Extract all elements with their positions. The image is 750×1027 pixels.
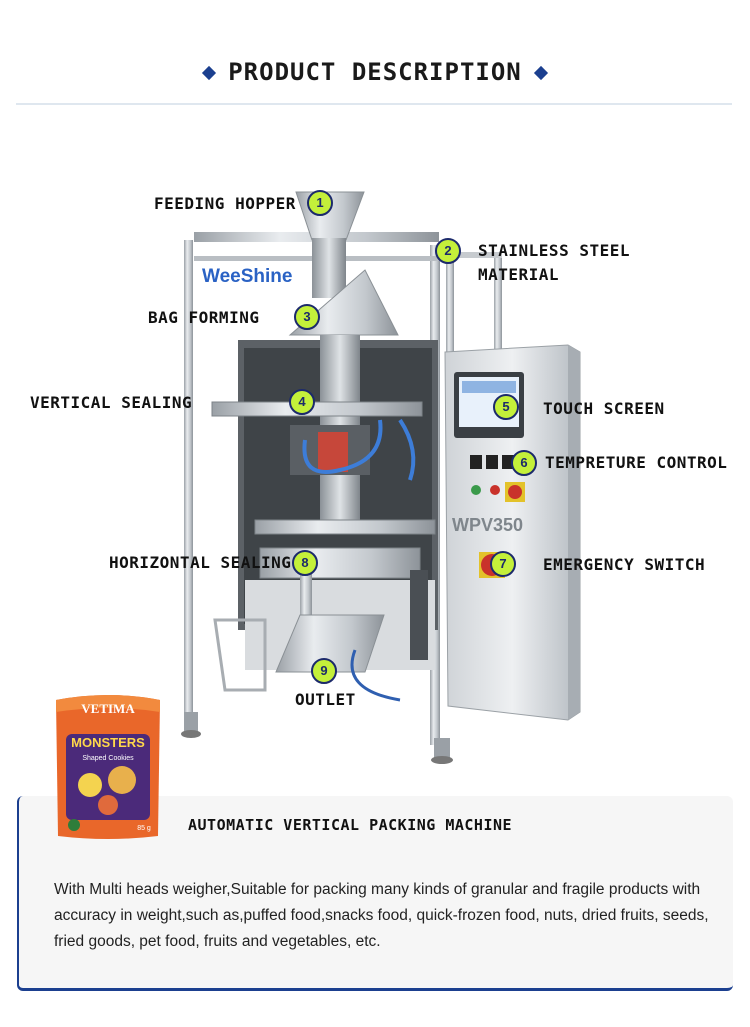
callout-badge-7: 7 [490, 551, 516, 577]
header-divider [16, 103, 732, 105]
callout-label-material: MATERIAL [478, 265, 560, 284]
callout-label-touch-screen: TOUCH SCREEN [543, 399, 665, 418]
packing-machine-illustration: WeeShine WPV350 [181, 191, 581, 764]
section-header: PRODUCT DESCRIPTION [0, 58, 750, 86]
callout-badge-8: 8 [292, 550, 318, 576]
description-body: With Multi heads weigher,Suitable for pa… [54, 881, 709, 950]
model-label: WPV350 [452, 515, 523, 535]
callout-badge-4: 4 [289, 389, 315, 415]
description-title: AUTOMATIC VERTICAL PACKING MACHINE [188, 816, 513, 834]
callout-badge-1: 1 [307, 190, 333, 216]
bag-weight: 85 g [137, 825, 151, 832]
brand-logo: WeeShine [202, 266, 292, 287]
callout-badge-3: 3 [294, 304, 320, 330]
product-bag-image: VETIMA MONSTERS Shaped Cookies 85 g [56, 695, 160, 839]
bag-product-name: MONSTERS [71, 735, 145, 750]
callout-label-horizontal-sealing: HORIZONTAL SEALING [109, 553, 292, 572]
callout-label-feeding-hopper: FEEDING HOPPER [154, 194, 296, 213]
callout-label-temperature-control: TEMPRETURE CONTROL [545, 453, 728, 472]
bag-brand: VETIMA [81, 701, 135, 716]
callout-label-vertical-sealing: VERTICAL SEALING [30, 393, 193, 412]
callout-label-outlet: OUTLET [295, 690, 356, 709]
page-title: PRODUCT DESCRIPTION [228, 58, 522, 86]
callout-label-emergency-switch: EMERGENCY SWITCH [543, 555, 706, 574]
callout-badge-2: 2 [435, 238, 461, 264]
callout-label-stainless-steel: STAINLESS STEEL [478, 241, 630, 260]
bag-subtitle: Shaped Cookies [82, 755, 134, 762]
callout-badge-6: 6 [511, 450, 537, 476]
callout-badge-9: 9 [311, 658, 337, 684]
callout-badge-5: 5 [493, 394, 519, 420]
callout-label-bag-forming: BAG FORMING [148, 308, 260, 327]
